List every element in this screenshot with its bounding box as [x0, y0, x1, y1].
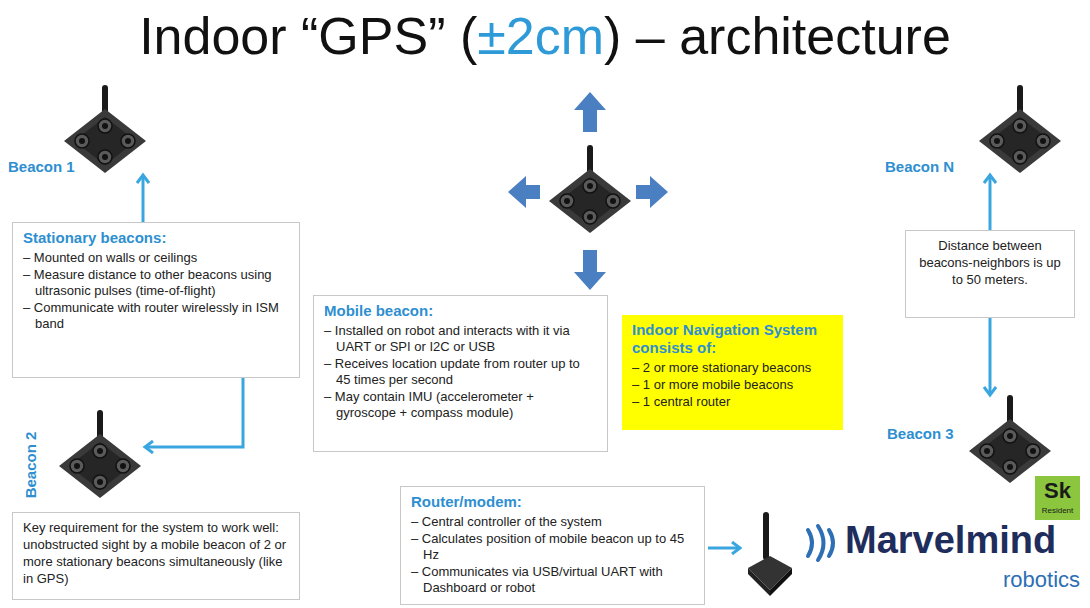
- badge-text: Sk: [1035, 478, 1080, 504]
- beacon-label: Beacon 1: [8, 158, 75, 175]
- router-image: [748, 512, 792, 596]
- beacon-label: Beacon 2: [22, 432, 39, 499]
- page-title: Indoor “GPS” (±2cm) – architecture: [0, 6, 1090, 66]
- beacon-image: [975, 85, 1065, 175]
- beacon-image: [55, 410, 145, 500]
- title-highlight: ±2cm: [477, 7, 604, 65]
- mobile-beacon-image: [549, 145, 631, 233]
- box-heading: Indoor Navigation System consists of:: [632, 321, 833, 357]
- box-text: – 1 central router: [632, 394, 833, 410]
- box-text: – 1 or more mobile beacons: [632, 377, 833, 393]
- box-text: Distance between beacons-neighbors is up…: [916, 237, 1064, 288]
- box-text: – Installed on robot and interacts with …: [324, 323, 597, 355]
- box-heading: Mobile beacon:: [324, 302, 597, 320]
- beacon-node: Beacon 1: [60, 85, 150, 175]
- text-box: Indoor Navigation System consists of: – 2…: [622, 315, 843, 430]
- beacon-node: Beacon 2: [55, 410, 145, 500]
- box-text: – Calculates position of mobile beacon u…: [411, 531, 694, 563]
- box-heading: Stationary beacons:: [23, 229, 289, 247]
- box-text: – Mounted on walls or ceilings: [23, 250, 289, 266]
- resident-badge: [1035, 476, 1080, 520]
- connector: [142, 175, 145, 222]
- router-arrow: [708, 547, 740, 550]
- text-box: Router/modem: – Central controller of the…: [400, 486, 705, 605]
- box-text: – Receives location update from router u…: [324, 356, 597, 388]
- box-text: – May contain IMU (accelerometer + gyros…: [324, 389, 597, 421]
- beacon-node: Beacon 3: [965, 395, 1055, 485]
- beacon-label: Beacon N: [885, 158, 954, 175]
- connector: [989, 175, 992, 230]
- motion-arrows: [508, 92, 668, 290]
- box-text: – Communicates via USB/virtual UART with…: [411, 564, 694, 596]
- box-text: – Measure distance to other beacons usin…: [23, 267, 289, 299]
- connector: [145, 378, 243, 447]
- brand-subtitle: robotics: [1003, 567, 1080, 593]
- brand-name: Marvelmind: [845, 519, 1056, 562]
- text-box: Key requirement for the system to work w…: [12, 512, 300, 600]
- text-box: Stationary beacons: – Mounted on walls or…: [12, 222, 300, 378]
- box-text: – 2 or more stationary beacons: [632, 360, 833, 376]
- text-box: Mobile beacon: – Installed on robot and i…: [313, 295, 608, 452]
- logo-icon: [808, 526, 833, 560]
- box-heading: Router/modem:: [411, 493, 694, 511]
- beacon-node: Beacon N: [975, 85, 1065, 175]
- beacon-label: Beacon 3: [887, 425, 954, 442]
- box-text: – Communicate with router wirelessly in …: [23, 300, 289, 332]
- badge-text: Resident: [1035, 506, 1080, 515]
- beacon-image: [965, 395, 1055, 485]
- box-text: – Central controller of the system: [411, 514, 694, 530]
- text-box: Distance between beacons-neighbors is up…: [905, 230, 1075, 318]
- connector: [989, 318, 992, 395]
- box-text: Key requirement for the system to work w…: [23, 519, 289, 587]
